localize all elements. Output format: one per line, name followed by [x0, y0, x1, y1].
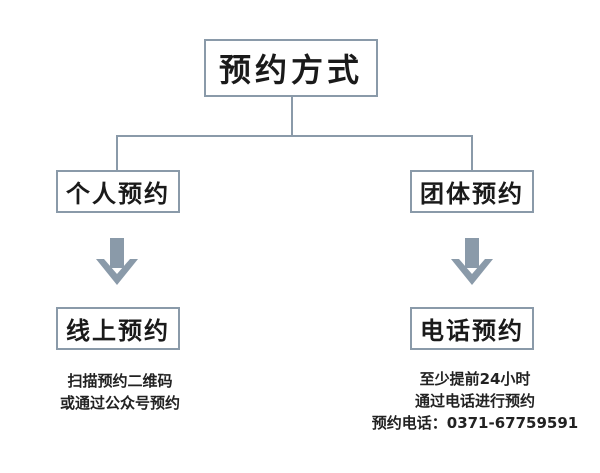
- node-phone-booking: 电话预约: [410, 307, 534, 350]
- description-line: 预约电话：0371-67759591: [371, 414, 579, 432]
- down-arrow-icon: [96, 238, 138, 285]
- node-group-booking: 团体预约: [410, 170, 534, 213]
- online-booking-label: 线上预约: [66, 317, 170, 345]
- phone-booking-label: 电话预约: [420, 317, 524, 345]
- root-node-booking-methods: 预约方式: [204, 39, 378, 97]
- personal-booking-label: 个人预约: [66, 180, 170, 208]
- description-line: 至少提前24小时: [419, 370, 531, 388]
- phone-booking-description: 至少提前24小时 通过电话进行预约 预约电话：0371-67759591: [355, 368, 595, 434]
- description-line: 或通过公众号预约: [59, 394, 180, 412]
- root-node-label: 预约方式: [218, 51, 363, 89]
- group-booking-label: 团体预约: [420, 180, 524, 208]
- node-online-booking: 线上预约: [56, 307, 180, 350]
- down-arrow-icon: [451, 238, 493, 285]
- online-booking-description: 扫描预约二维码 或通过公众号预约: [20, 370, 220, 414]
- node-personal-booking: 个人预约: [56, 170, 180, 213]
- description-line: 通过电话进行预约: [414, 392, 535, 410]
- description-line: 扫描预约二维码: [67, 372, 173, 390]
